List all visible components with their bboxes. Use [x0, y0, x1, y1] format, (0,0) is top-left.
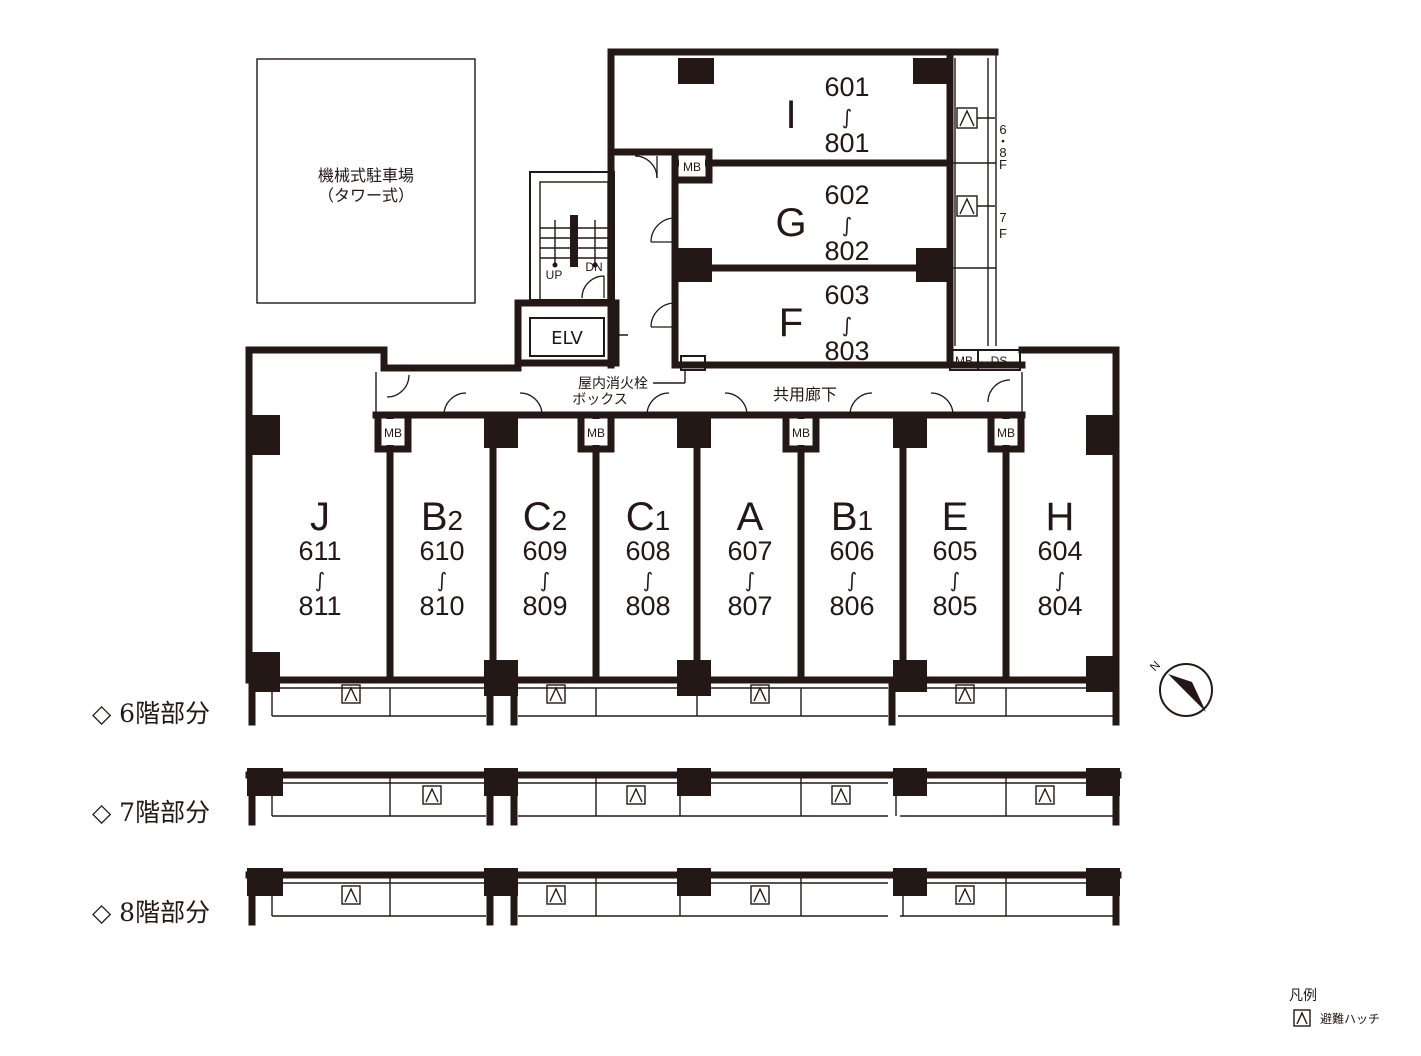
unit-number-to: 810	[419, 591, 464, 621]
unit-F: F 603 ∫ 803	[779, 280, 870, 366]
unit-J: J 611 ∫ 811	[298, 495, 341, 621]
unit-letter: E	[942, 495, 969, 539]
unit-range-mark: ∫	[745, 568, 755, 592]
unit-letter: C1	[626, 495, 670, 539]
unit-number-from: 604	[1037, 536, 1082, 566]
unit-number-from: 610	[419, 536, 464, 566]
unit-C1: C1 608 ∫ 808	[625, 495, 670, 621]
unit-letter: I	[785, 93, 796, 137]
unit-range-mark: ∫	[847, 568, 857, 592]
hatch-note-f1: F	[999, 157, 1007, 172]
unit-letter: F	[779, 301, 803, 345]
unit-G: G 602 ∫ 802	[775, 180, 869, 266]
stairs-down-label: DN	[585, 260, 602, 274]
unit-number-from: 608	[625, 536, 670, 566]
unit-E: E 605 ∫ 805	[932, 495, 977, 621]
hatch-note-8: 8	[999, 145, 1006, 160]
north-label: N	[1147, 658, 1163, 674]
floor-7-label: ◇ 7階部分	[92, 798, 210, 827]
unit-number-from: 609	[522, 536, 567, 566]
hatch-note-6: 6	[999, 122, 1006, 137]
unit-number-from: 606	[829, 536, 874, 566]
unit-number-to: 804	[1037, 591, 1082, 621]
balcony-6f	[245, 676, 1120, 726]
mb-label-3: MB	[792, 426, 810, 440]
stairwell	[529, 171, 615, 301]
ds-box	[977, 349, 1021, 371]
unit-range-mark: ∫	[643, 568, 653, 592]
legend-item-label: 避難ハッチ	[1320, 1011, 1380, 1026]
unit-letter: J	[310, 495, 330, 539]
mb-upper-label: MB	[683, 160, 701, 174]
unit-range-mark: ∫	[540, 568, 550, 592]
north-arrow-icon	[1159, 663, 1213, 717]
unit-letter: H	[1046, 495, 1075, 539]
stairs-up-label: UP	[546, 268, 563, 282]
unit-number-to: 806	[829, 591, 874, 621]
unit-number-to: 801	[824, 128, 869, 158]
elevator-car	[529, 317, 605, 357]
mb-east-label: MB	[955, 354, 973, 368]
unit-I: I 601 ∫ 801	[785, 72, 869, 158]
hatch-note-7: 7	[999, 210, 1006, 225]
mb-label-2: MB	[587, 426, 605, 440]
south-block-walls	[245, 346, 1120, 696]
unit-range-mark: ∫	[315, 568, 325, 592]
hydrant-label-1: 屋内消火栓	[578, 376, 648, 392]
unit-letter: A	[737, 495, 764, 539]
unit-A: A 607 ∫ 807	[727, 495, 772, 621]
ds-label: DS	[991, 354, 1008, 368]
unit-range-mark: ∫	[842, 213, 852, 237]
parking-label-1: 機械式駐車場	[318, 166, 414, 185]
unit-range-mark: ∫	[842, 105, 852, 129]
mb-label-1: MB	[384, 426, 402, 440]
unit-letter: G	[775, 201, 806, 245]
upper-units-block	[607, 48, 1026, 371]
balcony-8f	[245, 868, 1122, 926]
elevator-shaft	[514, 299, 620, 367]
unit-number-to: 809	[522, 591, 567, 621]
elevator-label: ELV	[551, 328, 583, 349]
legend-title: 凡例	[1289, 988, 1317, 1004]
unit-letter: C2	[523, 495, 567, 539]
hatch-note-dot: ・	[996, 134, 1009, 149]
unit-B1: B1 606 ∫ 806	[829, 495, 874, 621]
unit-number-to: 807	[727, 591, 772, 621]
unit-number-to: 805	[932, 591, 977, 621]
hatch-note-f2: F	[999, 226, 1007, 241]
evacuation-hatch-icon	[1293, 1009, 1311, 1027]
unit-number-from: 601	[824, 72, 869, 102]
unit-range-mark: ∫	[1055, 568, 1065, 592]
corridor-label: 共用廊下	[773, 385, 837, 404]
unit-number-from: 602	[824, 180, 869, 210]
unit-C2: C2 609 ∫ 809	[522, 495, 567, 621]
unit-number-from: 603	[824, 280, 869, 310]
unit-number-from: 611	[298, 536, 341, 566]
unit-number-to: 803	[824, 336, 869, 366]
parking-label-2: （タワー式）	[318, 186, 414, 205]
unit-range-mark: ∫	[950, 568, 960, 592]
unit-number-to: 808	[625, 591, 670, 621]
unit-range-mark: ∫	[437, 568, 447, 592]
unit-B2: B2 610 ∫ 810	[419, 495, 464, 621]
unit-number-from: 605	[932, 536, 977, 566]
hydrant-label-2: ボックス	[572, 392, 628, 408]
unit-range-mark: ∫	[842, 313, 852, 337]
balcony-7f	[245, 768, 1122, 826]
unit-letter: B2	[421, 495, 463, 539]
mb-label-4: MB	[997, 426, 1015, 440]
unit-H: H 604 ∫ 804	[1037, 495, 1082, 621]
unit-number-to: 811	[298, 591, 341, 621]
floor-6-label: ◇ 6階部分	[92, 699, 210, 728]
unit-number-to: 802	[824, 236, 869, 266]
floor-8-label: ◇ 8階部分	[92, 898, 210, 927]
parking-tower	[256, 58, 476, 304]
unit-number-from: 607	[727, 536, 772, 566]
unit-letter: B1	[831, 495, 873, 539]
